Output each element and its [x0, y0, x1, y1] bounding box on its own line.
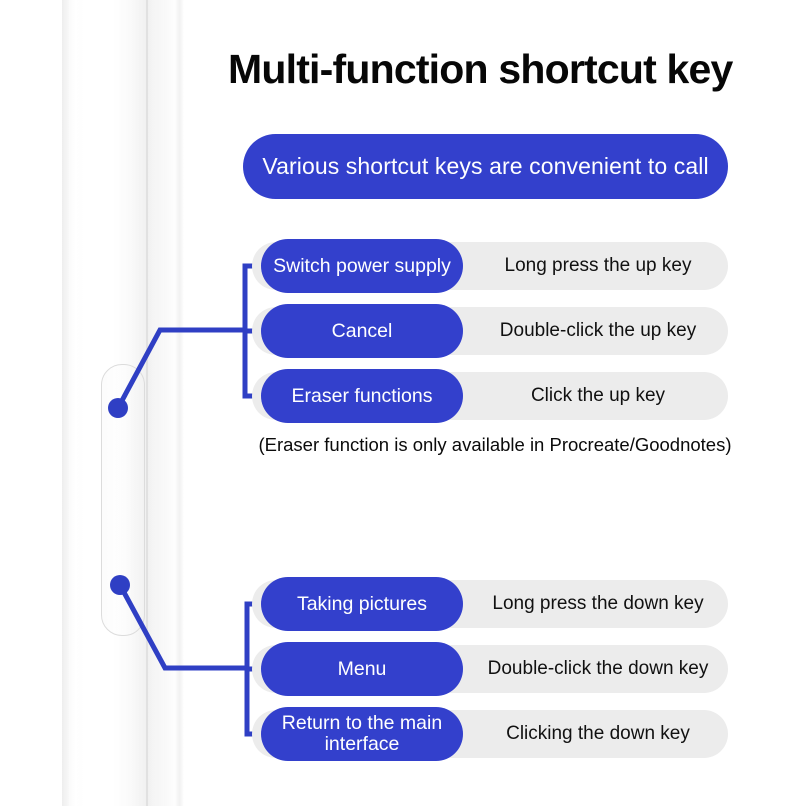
- shortcut-row[interactable]: Menu Double-click the down key: [252, 642, 728, 696]
- page-title: Multi-function shortcut key: [228, 46, 733, 92]
- shortcut-action-chip[interactable]: Taking pictures: [261, 577, 463, 631]
- stylus-highlight-primary: [70, 0, 83, 806]
- stylus-highlight-secondary: [148, 0, 164, 806]
- stylus-seam-line: [146, 0, 148, 806]
- shortcut-gesture: Click the up key: [468, 372, 728, 420]
- shortcut-gesture-label: Long press the up key: [504, 255, 692, 276]
- shortcut-row[interactable]: Cancel Double-click the up key: [252, 304, 728, 358]
- shortcut-action-chip[interactable]: Return to the main interface: [261, 707, 463, 761]
- shortcut-row[interactable]: Taking pictures Long press the down key: [252, 577, 728, 631]
- shortcut-gesture-label: Clicking the down key: [506, 723, 690, 744]
- shortcut-gesture-label: Long press the down key: [492, 593, 704, 614]
- stylus-left-edge-shading: [62, 0, 69, 806]
- stylus-touch-sensor-strip[interactable]: [101, 364, 145, 636]
- banner-pill: Various shortcut keys are convenient to …: [243, 134, 728, 199]
- shortcut-gesture: Double-click the down key: [468, 645, 728, 693]
- shortcut-action-label: Switch power supply: [273, 254, 451, 277]
- banner-text: Various shortcut keys are convenient to …: [262, 153, 709, 179]
- shortcut-gesture: Long press the down key: [468, 580, 728, 628]
- shortcut-action-label: Taking pictures: [296, 592, 428, 615]
- shortcut-gesture: Double-click the up key: [468, 307, 728, 355]
- shortcut-row[interactable]: Switch power supply Long press the up ke…: [252, 239, 728, 293]
- shortcut-action-label: Eraser functions: [291, 384, 433, 407]
- stylus-right-edge-shading: [175, 0, 184, 806]
- shortcut-gesture-label: Double-click the up key: [499, 320, 697, 341]
- shortcut-gesture-label: Click the up key: [530, 385, 666, 406]
- shortcut-action-chip[interactable]: Menu: [261, 642, 463, 696]
- shortcut-gesture: Clicking the down key: [468, 710, 728, 758]
- shortcut-gesture-label: Double-click the down key: [487, 658, 709, 679]
- eraser-availability-note: (Eraser function is only available in Pr…: [258, 434, 732, 455]
- shortcut-row[interactable]: Eraser functions Click the up key: [252, 369, 728, 423]
- shortcut-action-chip[interactable]: Eraser functions: [261, 369, 463, 423]
- shortcut-gesture: Long press the up key: [468, 242, 728, 290]
- shortcut-action-label: Menu: [337, 657, 387, 680]
- shortcut-action-chip[interactable]: Switch power supply: [261, 239, 463, 293]
- shortcut-action-label: Return to the main interface: [281, 712, 443, 755]
- shortcut-action-chip[interactable]: Cancel: [261, 304, 463, 358]
- shortcut-row[interactable]: Return to the main interface Clicking th…: [252, 707, 728, 761]
- shortcut-action-label: Cancel: [331, 319, 393, 342]
